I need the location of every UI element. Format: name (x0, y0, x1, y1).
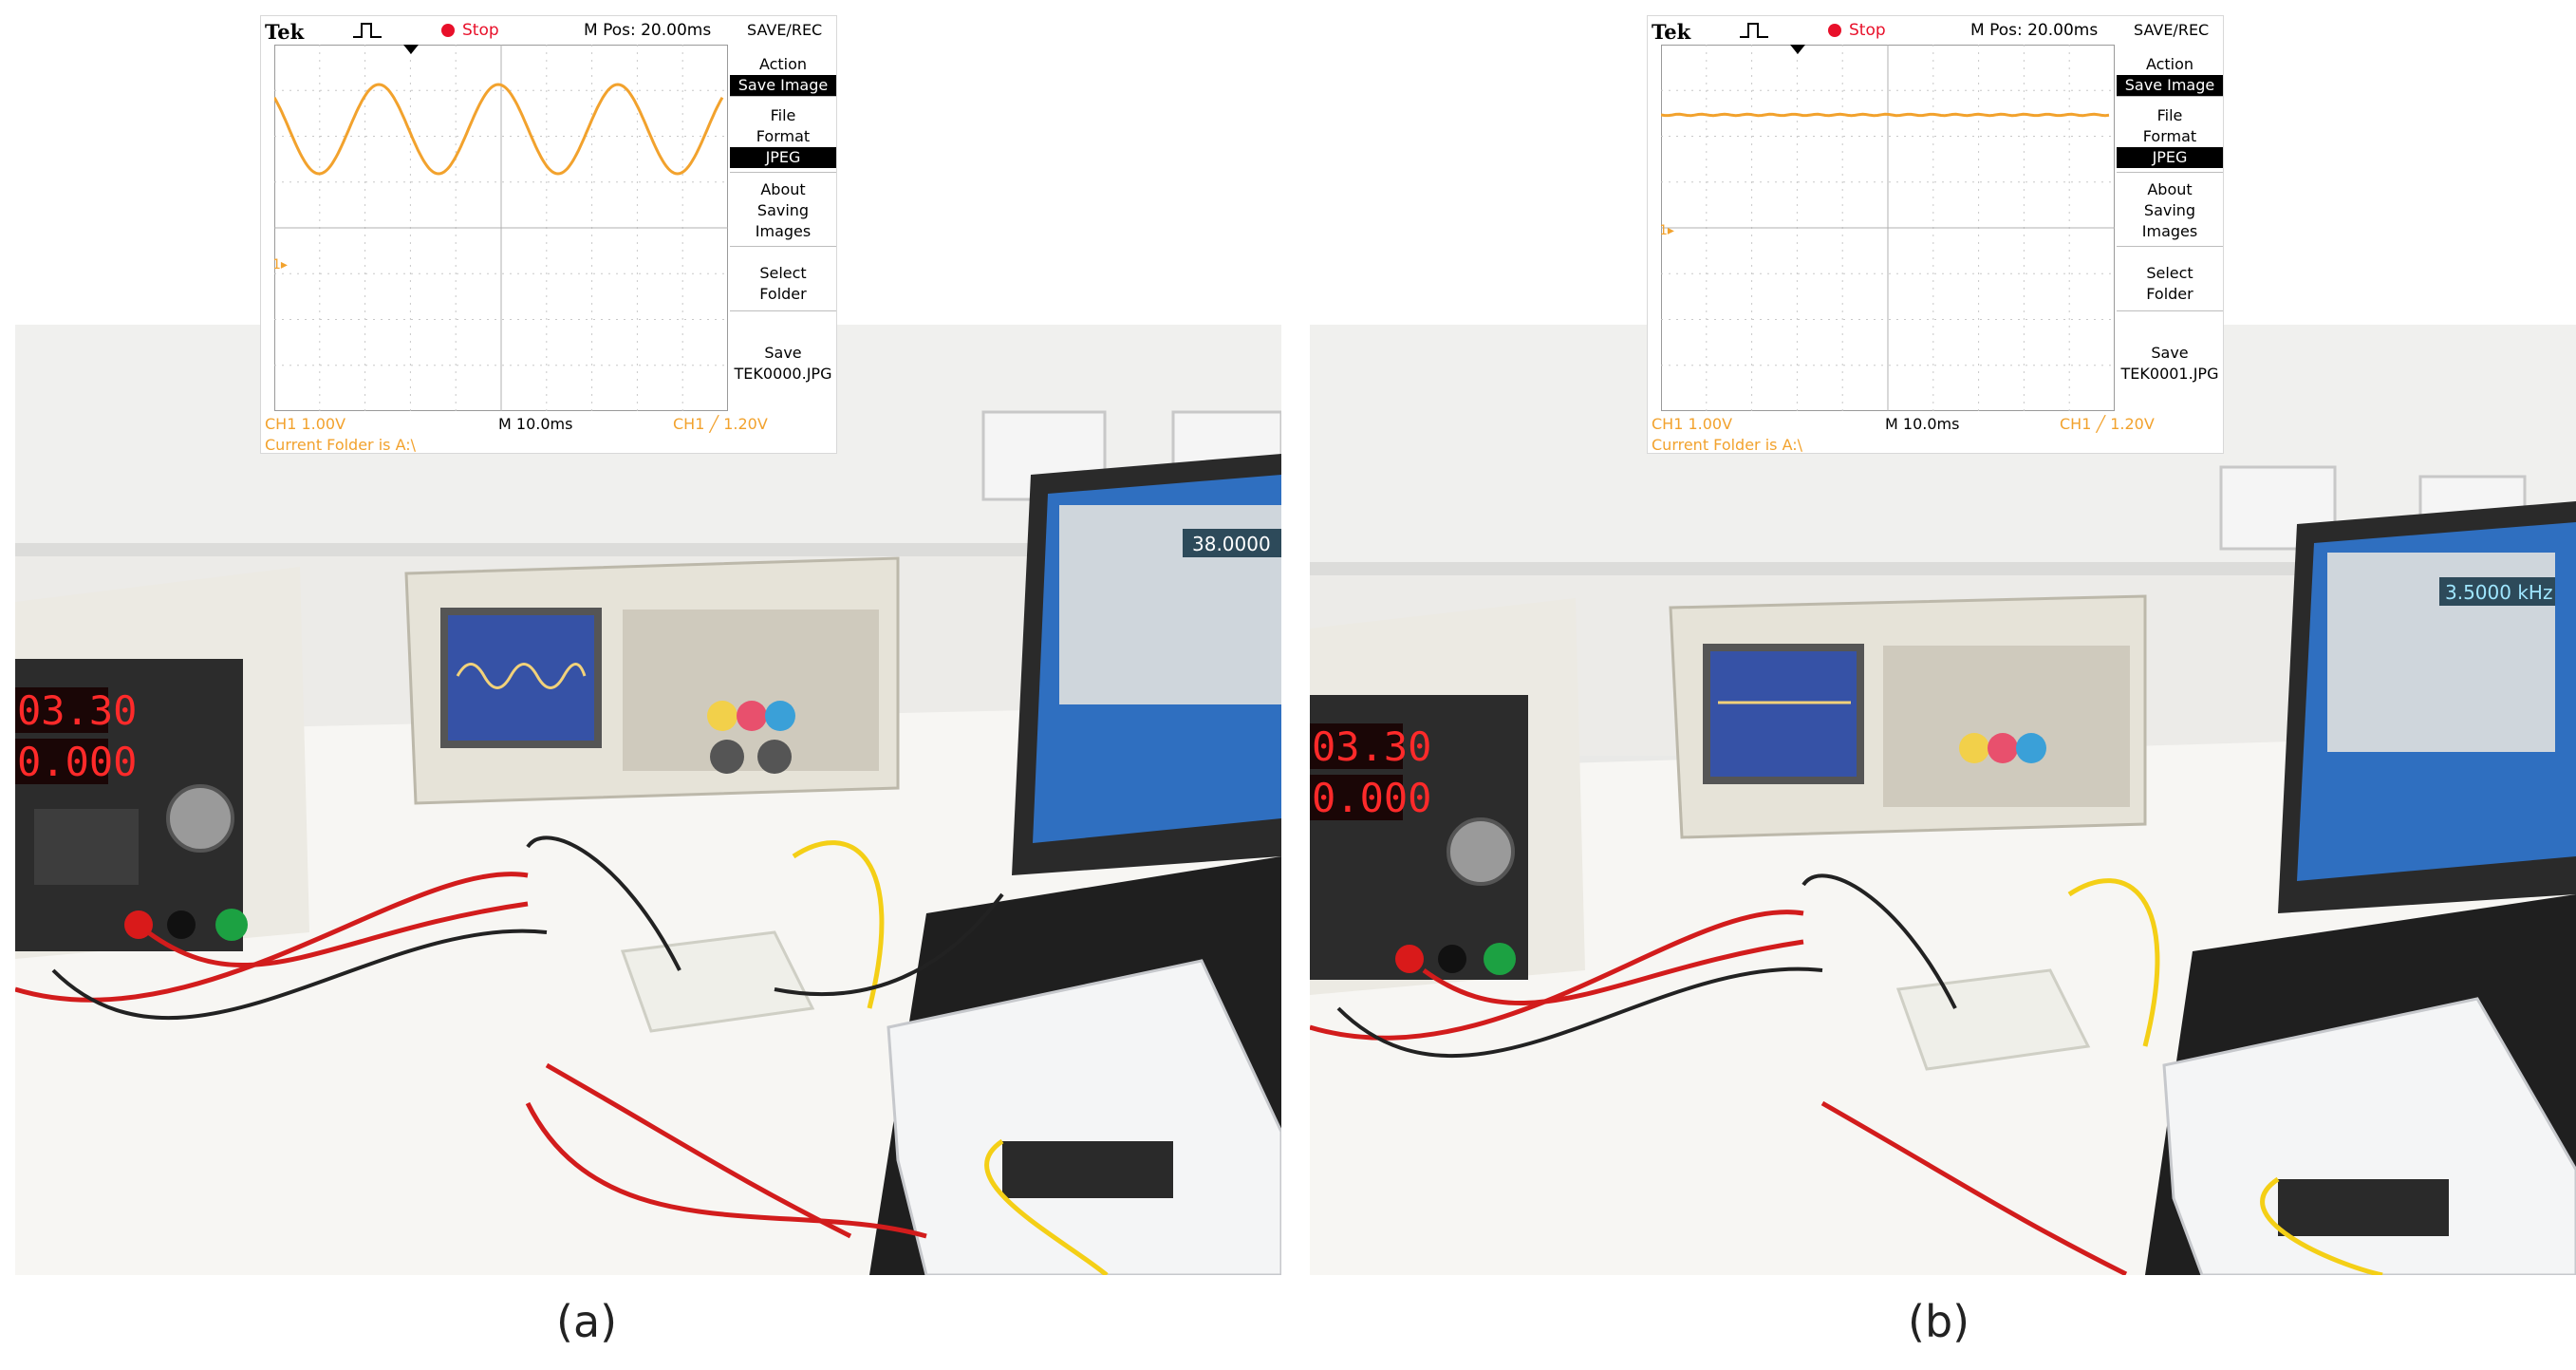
save-rec-menu: Action Save Image File Format JPEG About… (2117, 45, 2223, 411)
scope-header: Tek Stop M Pos: 20.00ms SAVE/REC (1648, 16, 2225, 45)
file-format-value: JPEG (2117, 147, 2223, 168)
waveform-graticule: 1▸ (274, 45, 728, 411)
lab-photo-a: 03.30 0.000 38.0000 (15, 325, 1281, 1275)
action-value: Save Image (730, 75, 836, 96)
acquisition-status: Stop (1849, 21, 1886, 40)
laptop-readout: 38.0000 (1192, 533, 1271, 555)
menu-about-saving-images[interactable]: About Saving Images (2117, 179, 2223, 247)
current-folder: Current Folder is A:\ (1652, 436, 1803, 454)
menu-save[interactable]: Save TEK0000.JPG (734, 344, 832, 383)
brand-logo: Tek (1652, 20, 1691, 44)
ch1-scale: CH1 1.00V (265, 415, 346, 433)
menu-about-saving-images[interactable]: About Saving Images (730, 179, 836, 247)
timebase: M 10.0ms (498, 415, 573, 433)
menu-file-format[interactable]: File Format JPEG (730, 105, 836, 173)
oscilloscope-screen-b: Tek Stop M Pos: 20.00ms SAVE/REC (1647, 15, 2224, 454)
menu-title: SAVE/REC (747, 21, 823, 39)
m-position: M Pos: 20.00ms (584, 21, 712, 40)
action-value: Save Image (2117, 75, 2223, 96)
waveform-trace-b (1661, 112, 2110, 118)
timebase: M 10.0ms (1885, 415, 1960, 433)
menu-title: SAVE/REC (2134, 21, 2210, 39)
save-rec-menu: Action Save Image File Format JPEG About… (730, 45, 836, 411)
caption-b: (b) (1908, 1296, 1970, 1347)
caption-a: (a) (556, 1296, 618, 1347)
stop-indicator-icon (1828, 24, 1841, 37)
supply-current-readout: 0.000 (17, 739, 137, 785)
scope-status-bar: CH1 1.00V M 10.0ms CH1 ╱ 1.20V Current F… (1648, 411, 2225, 455)
ch1-scale: CH1 1.00V (1652, 415, 1733, 433)
laptop-readout: 3.5000 kHz (2445, 581, 2552, 604)
supply-current-readout: 0.000 (1312, 775, 1431, 821)
lab-bench-illustration: 03.30 0.000 3.5000 kHz (1310, 325, 2576, 1275)
menu-select-folder[interactable]: Select Folder (730, 263, 836, 311)
waveform-display-a: 1▸ (274, 45, 728, 411)
channel-1-marker: 1▸ (1661, 223, 1674, 238)
lab-photo-b: 03.30 0.000 3.5000 kHz (1310, 325, 2576, 1275)
waveform-display-b: 1▸ (1661, 45, 2115, 411)
brand-logo: Tek (265, 20, 305, 44)
menu-save[interactable]: Save TEK0001.JPG (2120, 344, 2219, 383)
trigger-position-icon (403, 45, 419, 54)
stop-indicator-icon (441, 24, 455, 37)
channel-1-marker: 1▸ (274, 257, 288, 272)
current-folder: Current Folder is A:\ (265, 436, 417, 454)
panel-a: 03.30 0.000 38.0000 (15, 15, 1281, 1347)
file-format-value: JPEG (730, 147, 836, 168)
supply-voltage-readout: 03.30 (1312, 723, 1431, 770)
menu-file-format[interactable]: File Format JPEG (2117, 105, 2223, 173)
menu-action[interactable]: Action Save Image (2117, 54, 2223, 97)
trigger-position-icon (1790, 45, 1805, 54)
lab-bench-illustration: 03.30 0.000 38.0000 (15, 325, 1281, 1275)
m-position: M Pos: 20.00ms (1970, 21, 2099, 40)
scope-header: Tek Stop M Pos: 20.00ms SAVE/REC (261, 16, 838, 45)
acquisition-status: Stop (462, 21, 499, 40)
pulse-trigger-icon (1740, 23, 1768, 38)
panel-b: 03.30 0.000 3.5000 kHz (1288, 0, 2576, 1370)
pulse-trigger-icon (353, 23, 382, 38)
waveform-trace-a (274, 83, 724, 176)
menu-action[interactable]: Action Save Image (730, 54, 836, 97)
trigger-level: CH1 ╱ 1.20V (2060, 415, 2155, 433)
trigger-level: CH1 ╱ 1.20V (673, 415, 768, 433)
menu-select-folder[interactable]: Select Folder (2117, 263, 2223, 311)
supply-voltage-readout: 03.30 (17, 687, 137, 734)
oscilloscope-screen-a: Tek Stop M Pos: 20.00ms SAVE/REC (260, 15, 837, 454)
waveform-graticule: 1▸ (1661, 45, 2115, 411)
scope-status-bar: CH1 1.00V M 10.0ms CH1 ╱ 1.20V Current F… (261, 411, 838, 455)
